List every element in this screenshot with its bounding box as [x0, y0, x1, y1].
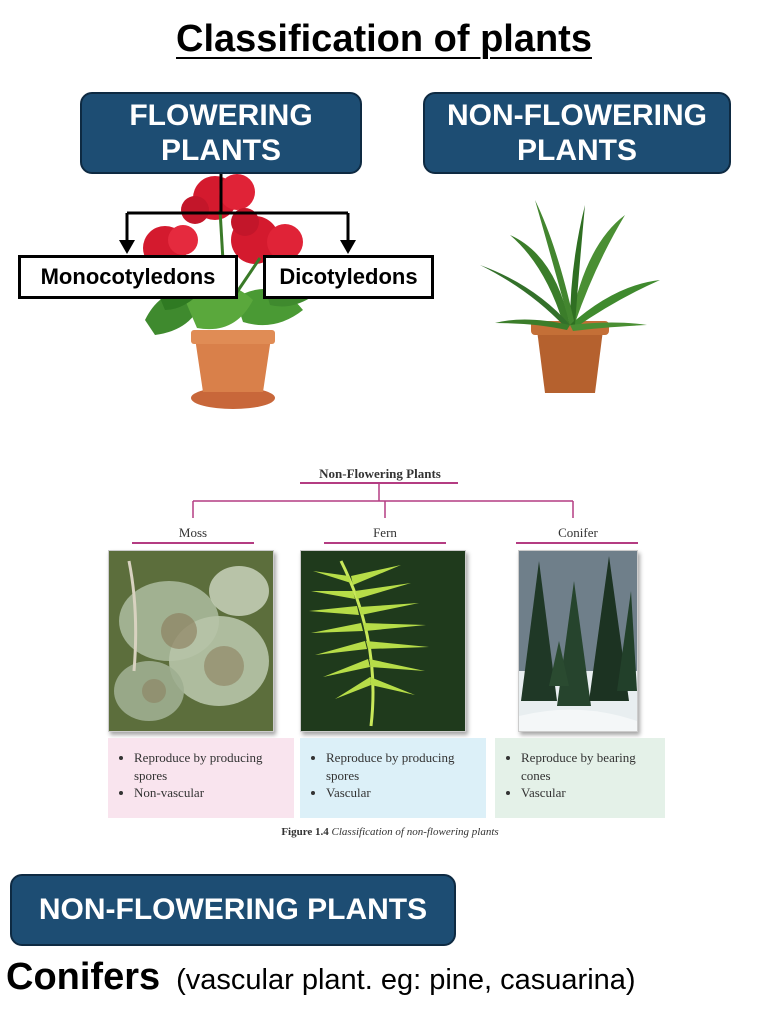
- fern-trait: Reproduce by producing spores: [326, 749, 478, 784]
- flowering-plants-label: FLOWERING PLANTS: [129, 98, 313, 167]
- figure-tree-lines: [132, 482, 638, 544]
- conifers-description: (vascular plant. eg: pine, casuarina): [176, 964, 636, 996]
- conifers-line: Conifers (vascular plant. eg: pine, casua…: [6, 956, 766, 999]
- category-label-conifer: Conifer: [558, 525, 598, 540]
- category-label-moss: Moss: [178, 525, 208, 540]
- potted-plant-image: [480, 200, 660, 393]
- moss-trait: Reproduce by producing spores: [134, 749, 286, 784]
- non-flowering-section-label: NON-FLOWERING PLANTS: [38, 893, 428, 927]
- fern-photo: [300, 550, 466, 732]
- caption-text: Classification of non-flowering plants: [331, 826, 499, 838]
- page-title: Classification of plants: [176, 18, 592, 60]
- figure-caption: Figure 1.4 Classification of non-floweri…: [200, 826, 580, 838]
- dicotyledons-box: Dicotyledons: [263, 255, 434, 299]
- non-flowering-plants-label: NON-FLOWERING PLANTS: [447, 98, 707, 167]
- conifers-heading: Conifers: [6, 956, 161, 998]
- monocotyledons-label: Monocotyledons: [40, 264, 216, 289]
- geranium-plant-image: [143, 174, 310, 409]
- conifer-trait: Vascular: [521, 784, 657, 802]
- moss-photo: [108, 550, 274, 732]
- conifer-info-box: Reproduce by bearing cones Vascular: [495, 738, 665, 818]
- non-flowering-section-box: NON-FLOWERING PLANTS: [10, 874, 456, 946]
- conifer-photo: [518, 550, 638, 732]
- moss-trait: Non-vascular: [134, 784, 286, 802]
- flowering-branch-arrows: [119, 174, 356, 254]
- conifer-trait: Reproduce by bearing cones: [521, 749, 657, 784]
- dicotyledons-label: Dicotyledons: [279, 264, 418, 289]
- category-label-fern: Fern: [373, 525, 397, 540]
- monocotyledons-box: Monocotyledons: [18, 255, 238, 299]
- flowering-plants-box: FLOWERING PLANTS: [80, 92, 362, 174]
- fern-trait: Vascular: [326, 784, 478, 802]
- caption-label: Figure 1.4: [281, 826, 329, 838]
- non-flowering-plants-box: NON-FLOWERING PLANTS: [423, 92, 731, 174]
- figure-title: Non-Flowering Plants: [319, 466, 441, 481]
- fern-info-box: Reproduce by producing spores Vascular: [300, 738, 486, 818]
- moss-info-box: Reproduce by producing spores Non-vascul…: [108, 738, 294, 818]
